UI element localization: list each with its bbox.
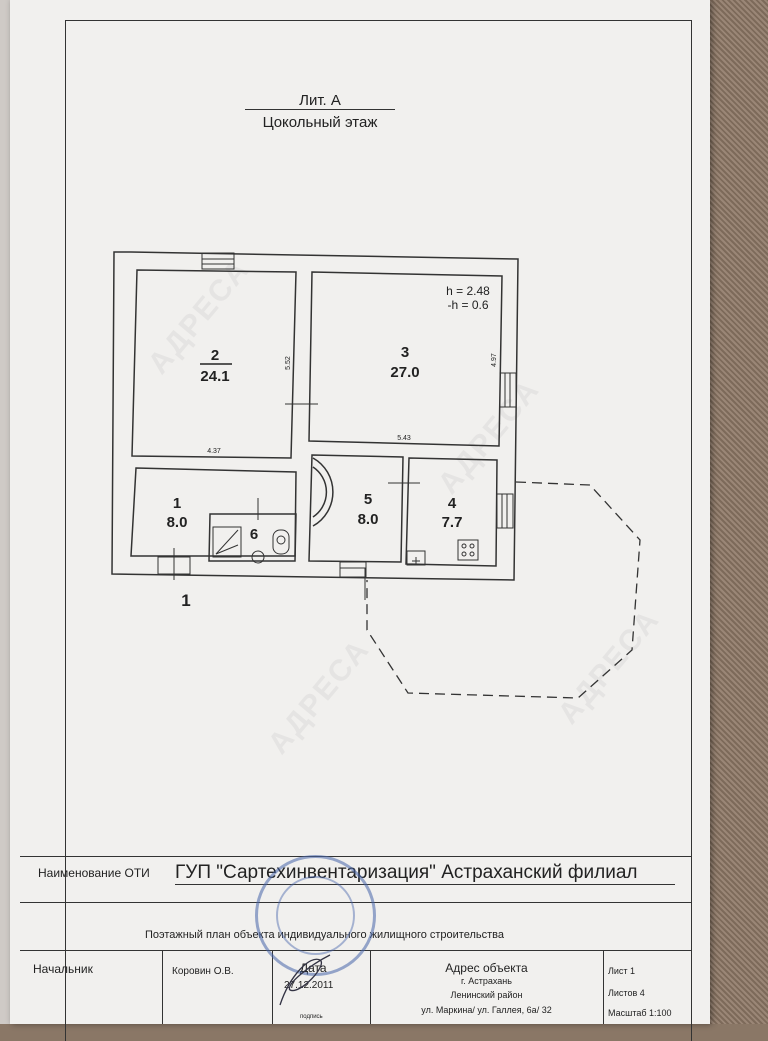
height-note: h = 2.48 bbox=[446, 284, 490, 298]
oti-label: Наименование ОТИ bbox=[38, 866, 150, 880]
drawing-frame bbox=[65, 20, 692, 1041]
address-district: Ленинский район bbox=[450, 990, 523, 1000]
address-city: г. Астрахань bbox=[461, 976, 512, 986]
room-5 bbox=[308, 454, 404, 563]
scale: Масштаб 1:100 bbox=[608, 1008, 672, 1018]
room-area: 8.0 bbox=[358, 511, 379, 528]
signature-label: подпись bbox=[300, 1014, 323, 1020]
sheet-number: Лист 1 bbox=[608, 966, 636, 976]
entrance-label: 1 bbox=[181, 591, 190, 610]
sink-icon bbox=[251, 550, 265, 564]
terrace-outline bbox=[366, 481, 641, 699]
dimension: 5.43 bbox=[397, 435, 411, 442]
room-number: 4 bbox=[448, 495, 457, 512]
floor-title: Цокольный этаж bbox=[262, 114, 378, 131]
room-number: 3 bbox=[401, 344, 409, 361]
window bbox=[339, 561, 367, 578]
outer-wall bbox=[111, 251, 519, 581]
room-number: 1 bbox=[173, 495, 181, 512]
room-6 bbox=[208, 513, 297, 562]
room-area: 24.1 bbox=[200, 368, 229, 385]
door-arc bbox=[312, 466, 328, 518]
divider bbox=[272, 950, 273, 1024]
window bbox=[496, 493, 514, 529]
window bbox=[201, 252, 235, 270]
room-number: 5 bbox=[364, 491, 372, 508]
dimension: 5.52 bbox=[285, 356, 292, 370]
divider bbox=[603, 950, 604, 1024]
divider bbox=[20, 856, 692, 857]
room-3 bbox=[308, 271, 503, 447]
room-2 bbox=[131, 269, 297, 459]
counter-icon bbox=[406, 550, 426, 566]
window bbox=[499, 372, 517, 408]
document-page bbox=[10, 0, 710, 1024]
divider bbox=[370, 950, 371, 1024]
position-label: Начальник bbox=[33, 962, 93, 976]
signature bbox=[279, 954, 331, 1006]
door-arc bbox=[312, 457, 334, 527]
dimension: 4.37 bbox=[207, 448, 221, 455]
date-value: 27.12.2011 bbox=[284, 980, 334, 991]
building-letter: Лит. А bbox=[245, 92, 395, 110]
divider bbox=[162, 950, 163, 1024]
stove-icon bbox=[457, 539, 479, 561]
height-note: -h = 0.6 bbox=[447, 298, 488, 312]
address-street: ул. Маркина/ ул. Галлея, 6а/ 32 bbox=[421, 1005, 552, 1015]
room-number: 2 bbox=[211, 347, 219, 364]
room-number: 6 bbox=[250, 526, 258, 543]
sheet-count: Листов 4 bbox=[608, 988, 645, 998]
oti-value: ГУП "Сартехинвентаризация" Астраханский … bbox=[175, 862, 675, 885]
room-4 bbox=[405, 457, 498, 567]
room-area: 27.0 bbox=[390, 364, 419, 381]
address-label: Адрес объекта bbox=[445, 961, 528, 975]
dimension: 4.97 bbox=[491, 353, 498, 367]
toilet-icon bbox=[272, 529, 290, 555]
person-name: Коровин О.В. bbox=[172, 966, 234, 977]
shower-icon bbox=[212, 526, 242, 558]
room-area: 7.7 bbox=[442, 514, 463, 531]
room-area: 8.0 bbox=[167, 514, 188, 531]
